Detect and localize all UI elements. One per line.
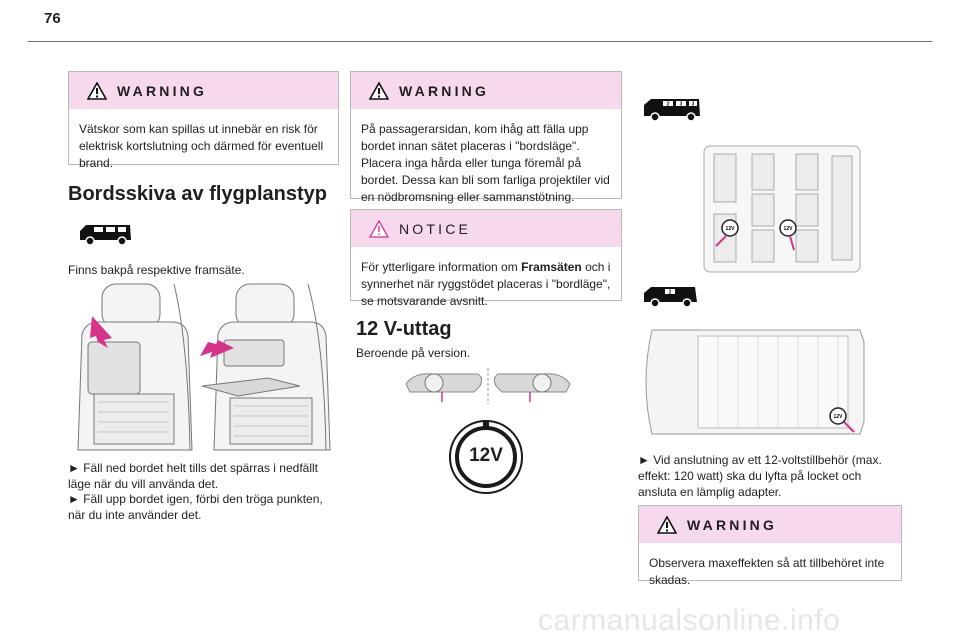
warning-triangle-icon [369, 81, 389, 100]
warning-header: WARNING [69, 72, 338, 109]
warning-title: WARNING [117, 82, 208, 99]
warning-text: Observera maxeffekten så att tillbehöret… [649, 556, 885, 587]
seat-badge: 2 [669, 290, 672, 296]
socket-ring [449, 420, 523, 494]
van-long-icon: 2 3 3 [644, 99, 700, 122]
warning-header: WARNING [351, 72, 621, 109]
warning-text: På passagerarsidan, kom ihåg att fälla u… [361, 122, 610, 204]
tray-intro-text: Finns bakpå respektive framsäte. [68, 263, 245, 277]
section-heading-tray-table: Bordsskiva av flygplanstyp [68, 183, 327, 205]
socket-marker-label: 12V [726, 226, 736, 232]
socket-marker-label: 12V [834, 414, 844, 420]
socket-step: ► Vid anslutning av ett 12-voltstillbehö… [638, 453, 882, 499]
seat-badge: 2 [667, 102, 670, 108]
notice-link-front-seats: Framsäten [521, 260, 582, 274]
warning-header: WARNING [639, 506, 901, 543]
warning-box-liquids: WARNING Vätskor som kan spillas ut inneb… [68, 71, 339, 170]
dashboard-location-illustration [405, 368, 571, 404]
warning-title: WARNING [399, 82, 490, 99]
seat-tray-illustration [77, 283, 331, 451]
notice-box-front-seats: NOTICE För ytterligare information om Fr… [350, 209, 622, 308]
van-side-icon [80, 225, 131, 246]
notice-text-part: och i synnerhet när ryggstödet placeras … [361, 260, 611, 308]
seat-badge: 3 [680, 102, 683, 108]
section-heading-12v-socket: 12 V-uttag [356, 318, 452, 340]
notice-triangle-icon [369, 219, 389, 238]
warning-triangle-icon [657, 515, 677, 534]
van-short-icon: 2 [644, 287, 697, 307]
notice-header: NOTICE [351, 210, 621, 247]
warning-box-passenger-table: WARNING På passagerarsidan, kom ihåg att… [350, 71, 622, 204]
notice-text: För ytterligare information om Framsäten… [351, 247, 621, 320]
watermark: carmanualsonline.info [538, 604, 841, 637]
warning-text: Vätskor som kan spillas ut innebär en ri… [79, 122, 324, 170]
tray-step-2: ► Fäll upp bordet igen, förbi den tröga … [68, 492, 323, 522]
warning-box-max-power: WARNING Observera maxeffekten så att til… [638, 505, 902, 587]
socket-marker-label: 12V [784, 226, 794, 232]
socket-12v-label: 12V [469, 445, 503, 466]
van-interior-top-view: 12V 12V [703, 145, 861, 273]
tray-step-1: ► Fäll ned bordet helt tills det spärras… [68, 461, 319, 491]
page-number: 76 [44, 10, 61, 27]
seat-badge: 3 [692, 102, 695, 108]
van-cargo-top-view: 12V [645, 329, 865, 435]
warning-triangle-icon [87, 81, 107, 100]
warning-title: WARNING [687, 516, 778, 533]
socket-intro-text: Beroende på version. [356, 346, 471, 360]
arrow-down-icon [90, 316, 112, 348]
top-divider [28, 41, 932, 42]
notice-title: NOTICE [399, 220, 472, 237]
arrow-down-left-icon [200, 340, 234, 358]
socket-12v-closeup: 12V [447, 418, 525, 496]
notice-text-part: För ytterligare information om [361, 260, 522, 274]
